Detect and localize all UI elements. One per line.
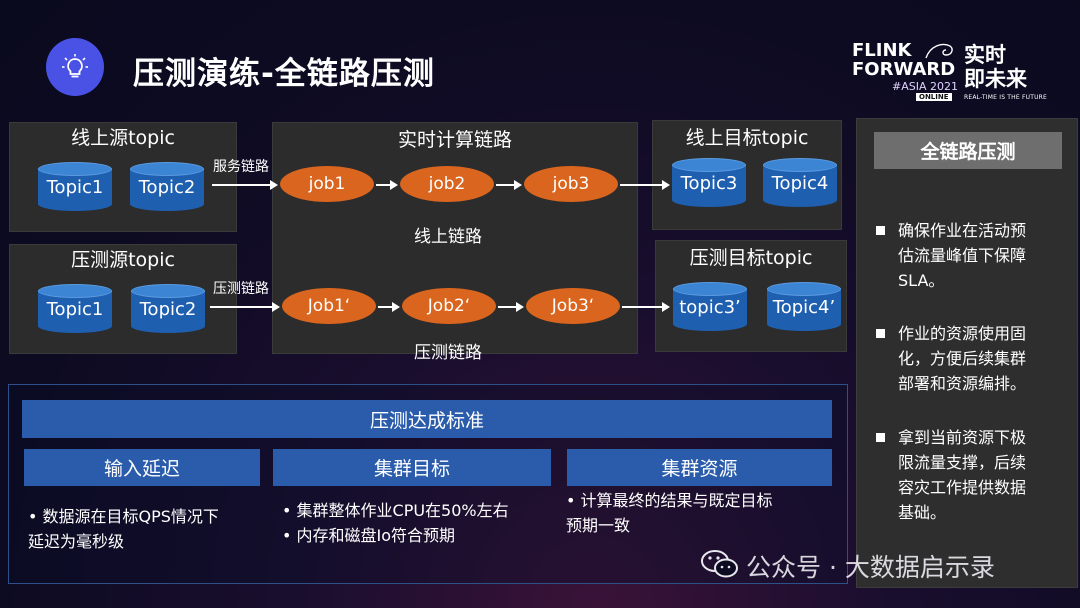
wechat-icon	[701, 550, 738, 578]
logo-tagline: REAL-TIME IS THE FUTURE	[964, 94, 1048, 101]
bullet-square	[876, 226, 885, 235]
online-job-node: job1	[280, 166, 374, 202]
logo-online: ONLINE	[916, 93, 952, 101]
flow-arrow	[622, 302, 670, 312]
bullet-line: 基础。	[898, 503, 947, 522]
flink-forward-logo: FLINK FORWARD #ASIA 2021 ONLINE 实时 即未来 R…	[852, 40, 1052, 106]
online-job-node: job3	[524, 166, 618, 202]
flow-arrow	[212, 180, 278, 190]
online-target-label: 线上目标topic	[685, 127, 809, 149]
bullet-line: 容灾工作提供数据	[898, 478, 1027, 497]
flow-arrow	[376, 180, 398, 190]
stress-job-node: Job1‘	[282, 288, 376, 324]
logo-forward: FORWARD	[852, 59, 956, 80]
stress-job-node: Job3‘	[526, 288, 620, 324]
bullet-square	[876, 433, 885, 442]
standards-title: 压测达成标准	[22, 400, 832, 438]
service-link-label: 服务链路	[213, 159, 269, 175]
online-link-label: 线上链路	[414, 227, 482, 247]
bullet-line: 拿到当前资源下极	[898, 428, 1027, 447]
bullet-line: 化，方便后续集群	[898, 349, 1027, 368]
bullet-line: 确保作业在活动预	[898, 221, 1027, 240]
flow-arrow	[496, 180, 522, 190]
topic-label: topic3’	[679, 297, 741, 318]
logo-cn-line2: 即未来	[964, 67, 1027, 91]
lightbulb-icon	[62, 54, 88, 78]
topic-cylinder: Topic4’	[767, 282, 841, 338]
standards-column-text: • 集群整体作业CPU在50%左右 • 内存和磁盘Io符合预期	[282, 498, 509, 548]
stress-job-node: Job2‘	[402, 288, 496, 324]
bullet-square	[876, 329, 885, 338]
topic-label: Topic3	[680, 173, 738, 194]
standards-column-title: 集群目标	[273, 449, 551, 486]
standards-column-text: • 计算最终的结果与既定目标 预期一致	[566, 488, 773, 538]
stress-source-label: 压测源topic	[71, 249, 175, 271]
topic-cylinder: Topic1	[38, 162, 112, 218]
topic-cylinder: Topic3	[672, 158, 746, 214]
bullet-line: 部署和资源编排。	[898, 374, 1027, 393]
topic-label: Topic4’	[772, 297, 836, 318]
sidebar-bullet: 作业的资源使用固 化，方便后续集群 部署和资源编排。	[876, 321, 1056, 396]
standards-line: • 计算最终的结果与既定目标	[566, 491, 773, 510]
sidebar-title: 全链路压测	[874, 132, 1062, 169]
bullet-line: SLA。	[898, 271, 945, 290]
logo-cn-line1: 实时	[964, 43, 1006, 67]
topic-cylinder: Topic1	[38, 284, 112, 340]
compute-label: 实时计算链路	[397, 129, 512, 151]
header-icon-badge	[46, 38, 104, 96]
flow-arrow	[378, 302, 400, 312]
topic-cylinder: Topic4	[763, 158, 837, 214]
topic-label: Topic4	[771, 173, 829, 194]
topic-cylinder: Topic2	[131, 284, 205, 340]
standards-column-title: 输入延迟	[24, 449, 260, 486]
topic-cylinder: topic3’	[673, 282, 747, 338]
logo-asia: #ASIA 2021	[892, 80, 958, 93]
bullet-line: 限流量支撑，后续	[898, 453, 1027, 472]
topic-label: Topic1	[46, 299, 104, 320]
sidebar-panel	[856, 118, 1078, 588]
logo-flink: FLINK	[852, 40, 912, 61]
watermark-text: 公众号 · 大数据启示录	[746, 553, 995, 582]
standards-line: 预期一致	[566, 516, 631, 535]
topic-label: Topic2	[139, 299, 197, 320]
topic-cylinder: Topic2	[130, 162, 204, 218]
standards-line: 延迟为毫秒级	[28, 532, 125, 551]
bullet-line: 估流量峰值下保障	[898, 246, 1027, 265]
standards-column-title: 集群资源	[567, 449, 832, 486]
online-job-node: job2	[400, 166, 494, 202]
squirrel-icon	[925, 43, 953, 59]
stress-link-label: 压测链路	[414, 343, 482, 363]
sidebar-bullet: 拿到当前资源下极 限流量支撑，后续 容灾工作提供数据 基础。	[876, 425, 1056, 525]
standards-column-text: • 数据源在目标QPS情况下 延迟为毫秒级	[28, 504, 219, 554]
standards-line: • 集群整体作业CPU在50%左右	[282, 501, 509, 520]
topic-label: Topic1	[46, 177, 104, 198]
flow-arrow	[620, 180, 670, 190]
topic-label: Topic2	[138, 177, 196, 198]
page-title: 压测演练-全链路压测	[133, 56, 435, 92]
standards-line: • 数据源在目标QPS情况下	[28, 507, 219, 526]
sidebar-bullet: 确保作业在活动预 估流量峰值下保障 SLA。	[876, 218, 1056, 293]
flow-arrow	[498, 302, 524, 312]
flow-arrow	[210, 302, 280, 312]
bullet-line: 作业的资源使用固	[898, 324, 1027, 343]
online-source-label: 线上源topic	[71, 127, 175, 149]
stress-target-label: 压测目标topic	[689, 247, 813, 269]
standards-line: • 内存和磁盘Io符合预期	[282, 526, 456, 545]
stress-link-edge-label: 压测链路	[213, 281, 269, 297]
